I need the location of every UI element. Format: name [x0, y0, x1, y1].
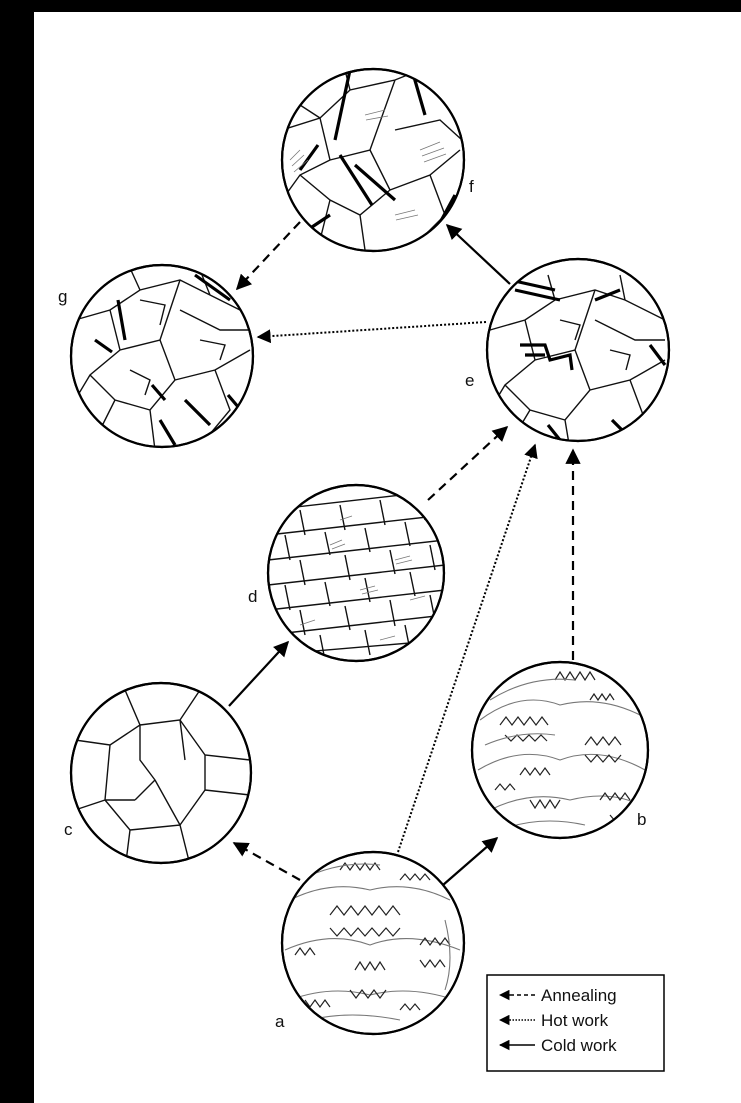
label-a: a	[275, 1012, 285, 1031]
arrow-a-to-b	[443, 838, 497, 885]
label-c: c	[64, 820, 73, 839]
label-f: f	[469, 177, 474, 196]
arrow-f-to-g	[237, 222, 300, 289]
arrow-e-to-g	[258, 322, 486, 337]
micrograph-c	[71, 683, 251, 870]
label-e: e	[465, 371, 474, 390]
label-d: d	[248, 587, 257, 606]
legend-hot-work-label: Hot work	[541, 1011, 609, 1030]
legend: Annealing Hot work Cold work	[487, 975, 664, 1071]
arrow-e-to-f	[447, 225, 510, 284]
label-g: g	[58, 287, 67, 306]
arrow-a-to-c	[234, 843, 300, 880]
micrograph-f	[282, 69, 464, 251]
micrograph-e	[487, 259, 669, 450]
micrograph-g	[71, 265, 253, 450]
arrow-d-to-e	[428, 427, 507, 500]
legend-cold-work-label: Cold work	[541, 1036, 617, 1055]
micrograph-b	[472, 662, 648, 838]
label-b: b	[637, 810, 646, 829]
arrow-c-to-d	[229, 642, 288, 706]
micrograph-d	[268, 485, 445, 661]
micrograph-a	[282, 852, 464, 1034]
legend-annealing-label: Annealing	[541, 986, 617, 1005]
